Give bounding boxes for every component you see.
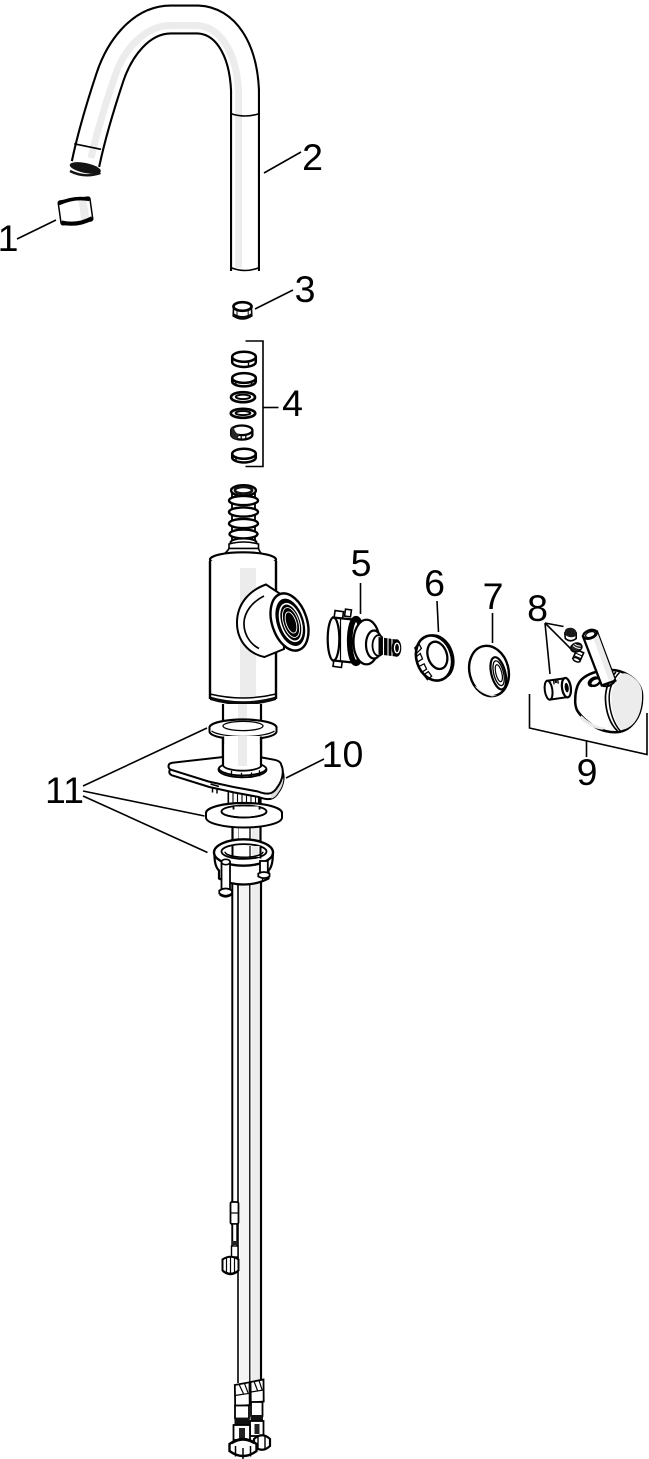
svg-text:3: 3 (295, 268, 316, 310)
svg-text:4: 4 (282, 382, 303, 424)
svg-text:1: 1 (0, 217, 18, 259)
svg-text:8: 8 (527, 587, 548, 629)
svg-text:6: 6 (424, 562, 445, 604)
svg-text:9: 9 (577, 751, 598, 793)
svg-text:11: 11 (45, 769, 84, 811)
svg-text:10: 10 (322, 733, 364, 775)
svg-text:2: 2 (302, 136, 323, 178)
svg-text:7: 7 (483, 575, 504, 617)
svg-text:5: 5 (351, 542, 372, 584)
